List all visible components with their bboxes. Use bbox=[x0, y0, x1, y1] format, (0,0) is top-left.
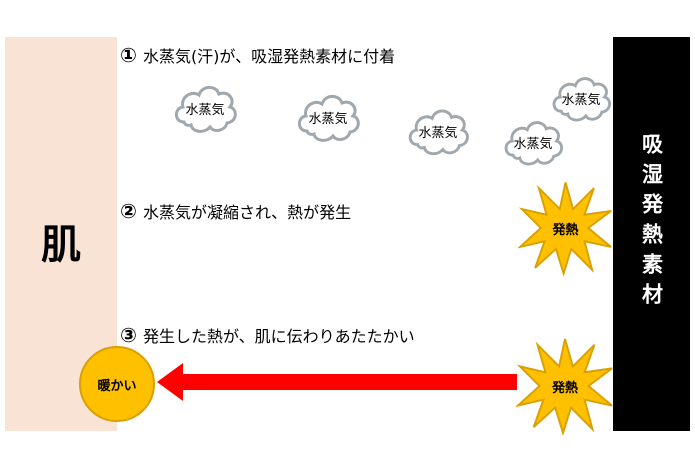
cloud-icon bbox=[552, 77, 611, 122]
burst-label: 発熱 bbox=[552, 222, 579, 238]
vapor-label: 水蒸気 bbox=[513, 136, 553, 152]
step-1: ① 水蒸気(汗)が、吸湿発熱素材に付着 bbox=[120, 43, 395, 67]
vapor-label: 水蒸気 bbox=[561, 92, 601, 108]
vapor-cloud: 水蒸気 bbox=[293, 85, 363, 149]
step-2-number: ② bbox=[120, 199, 137, 223]
material-panel: 吸湿発熱素材 bbox=[613, 37, 690, 431]
vapor-cloud: 水蒸気 bbox=[404, 100, 472, 162]
cloud-icon bbox=[504, 121, 563, 166]
vapor-label: 水蒸気 bbox=[308, 111, 348, 127]
cloud-icon bbox=[408, 109, 469, 156]
burst-icon bbox=[514, 338, 613, 437]
material-label: 吸湿発熱素材 bbox=[639, 133, 664, 313]
step-3: ③ 発生した熱が、肌に伝わりあたたかい bbox=[120, 323, 415, 347]
cloud-icon bbox=[174, 85, 237, 133]
heat-burst: 発熱 bbox=[514, 337, 614, 437]
vapor-label: 水蒸気 bbox=[185, 102, 225, 118]
burst-icon bbox=[516, 182, 612, 277]
step-3-number: ③ bbox=[120, 323, 137, 347]
step-1-number: ① bbox=[120, 43, 137, 67]
warm-label: 暖かい bbox=[97, 378, 137, 394]
step-2-text: 水蒸気が凝縮され、熱が発生 bbox=[142, 203, 352, 222]
vapor-cloud: 水蒸気 bbox=[548, 67, 614, 129]
vapor-cloud: 水蒸気 bbox=[500, 110, 566, 174]
heat-burst: 発熱 bbox=[516, 178, 613, 278]
step-2: ② 水蒸気が凝縮され、熱が発生 bbox=[120, 199, 351, 223]
warm-circle: 暖かい bbox=[79, 346, 155, 422]
vapor-label: 水蒸気 bbox=[418, 125, 458, 141]
vapor-cloud: 水蒸気 bbox=[170, 78, 240, 138]
heat-transfer-arrow bbox=[157, 363, 517, 401]
skin-label: 肌 bbox=[41, 222, 81, 268]
cloud-icon bbox=[297, 94, 360, 142]
step-3-text: 発生した熱が、肌に伝わりあたたかい bbox=[142, 327, 415, 346]
step-1-text: 水蒸気(汗)が、吸湿発熱素材に付着 bbox=[142, 47, 396, 66]
burst-label: 発熱 bbox=[551, 380, 578, 396]
skin-panel: 肌 bbox=[5, 37, 117, 431]
